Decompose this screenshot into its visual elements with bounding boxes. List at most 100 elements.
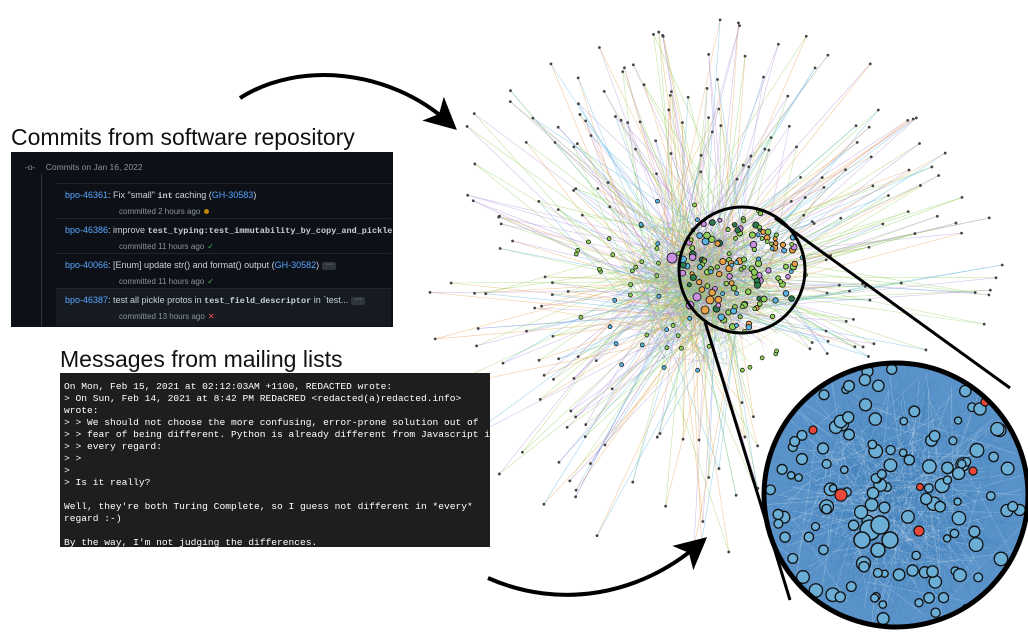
commit-text: : Fix "small" <box>108 190 158 200</box>
zoom-edge <box>884 483 1021 496</box>
zoom-edge <box>875 419 901 492</box>
graph-node <box>705 87 709 90</box>
graph-node <box>740 367 745 373</box>
zoom-edge <box>881 455 980 459</box>
zoom-edge <box>796 446 815 577</box>
issue-link[interactable]: bpo-40066 <box>65 260 109 270</box>
graph-node <box>656 293 662 299</box>
zoom-node <box>776 463 788 475</box>
graph-node <box>911 117 915 121</box>
commit-row[interactable]: bpo-46386: improve test_typing:test_immu… <box>56 218 392 256</box>
zoom-edge <box>838 474 947 482</box>
zoom-node <box>948 436 958 446</box>
zoom-edge <box>846 445 951 480</box>
zoom-node <box>853 504 869 520</box>
graph-node <box>692 292 702 302</box>
zoom-edge <box>836 484 852 488</box>
graph-node <box>719 258 727 266</box>
zoom-node <box>872 379 885 393</box>
graph-node <box>973 291 977 294</box>
graph-nodes <box>428 18 1004 554</box>
graph-node <box>779 241 786 248</box>
commit-text: : [Enum] update str() and format() outpu… <box>108 260 275 270</box>
commit-text: : improve <box>108 225 148 235</box>
commit-row[interactable]: bpo-46361: Fix "small" int caching (GH-3… <box>56 183 391 221</box>
graph-edge <box>708 54 728 245</box>
commit-row[interactable]: bpo-40066: [Enum] update str() and forma… <box>56 253 391 291</box>
zoom-lens <box>761 360 1028 630</box>
graph-edge <box>728 232 739 254</box>
zoom-edge <box>901 377 933 510</box>
commit-time: committed 13 hours ago <box>119 312 205 321</box>
zoom-edge <box>830 430 937 495</box>
status-pending-icon[interactable] <box>204 209 210 215</box>
zoom-edge <box>791 452 907 574</box>
graph-node <box>872 342 876 346</box>
x-icon[interactable]: ✕ <box>207 312 215 321</box>
expand-button[interactable]: ··· <box>351 296 366 305</box>
check-icon[interactable]: ✓ <box>207 277 214 286</box>
zoom-edge <box>938 449 990 520</box>
commit-row[interactable]: bpo-46387: test all pickle protos in tes… <box>56 288 391 326</box>
zoom-edge <box>895 488 949 523</box>
zoom-node <box>883 458 898 473</box>
graph-node <box>664 504 668 508</box>
zoom-edge <box>876 579 971 608</box>
zoom-node <box>953 497 962 506</box>
zoom-edge <box>773 418 957 504</box>
graph-edge <box>635 148 699 240</box>
graph-edge <box>611 294 696 314</box>
zoom-node <box>952 568 967 583</box>
zoom-edge <box>903 474 933 479</box>
graph-node <box>707 116 710 120</box>
graph-node <box>943 151 947 155</box>
zoom-edge <box>902 455 1012 564</box>
graph-node <box>718 18 722 22</box>
graph-node <box>717 467 721 470</box>
zoom-node <box>858 398 873 412</box>
graph-edge <box>687 283 694 300</box>
zoom-node <box>908 405 921 418</box>
graph-node <box>717 107 721 111</box>
graph-node <box>556 125 560 129</box>
graph-node <box>773 240 779 246</box>
graph-edge <box>474 113 647 306</box>
issue-link[interactable]: bpo-46387 <box>65 295 109 305</box>
zoom-node <box>1007 500 1019 513</box>
zoom-detail <box>764 363 1028 627</box>
zoom-edge <box>886 470 929 511</box>
zoom-edge <box>895 495 922 562</box>
graph-node <box>566 289 570 293</box>
graph-node <box>574 495 578 499</box>
graph-node <box>524 140 528 144</box>
graph-node <box>764 239 770 244</box>
expand-button[interactable]: ··· <box>322 261 337 270</box>
mail-line: Well, they're both Turing Complete, so I… <box>64 501 473 512</box>
graph-node <box>606 236 612 241</box>
zoom-node <box>847 519 860 532</box>
graph-node <box>759 235 765 241</box>
check-icon[interactable]: ✓ <box>207 242 214 251</box>
commit-text: caching ( <box>172 190 212 200</box>
graph-edge <box>646 281 659 358</box>
graph-node <box>750 268 758 276</box>
zoom-edge <box>868 508 1026 597</box>
zoom-node <box>969 442 985 458</box>
issue-link[interactable]: bpo-46386 <box>65 225 109 235</box>
pr-link[interactable]: GH-30583 <box>211 190 254 200</box>
graph-node <box>868 298 872 302</box>
graph-edge <box>550 63 715 317</box>
graph-edge <box>653 260 701 304</box>
graph-node <box>670 323 676 328</box>
zoom-node <box>990 421 1005 437</box>
pr-link[interactable]: GH-30582 <box>274 260 317 270</box>
zoom-edge <box>885 494 924 528</box>
zoom-edge <box>893 381 931 489</box>
graph-node <box>695 367 700 373</box>
zoom-edge <box>847 432 958 585</box>
issue-link[interactable]: bpo-46361 <box>65 190 109 200</box>
zoom-edge <box>839 494 856 591</box>
graph-node <box>680 121 684 125</box>
graph-node <box>696 279 703 286</box>
graph-edge <box>718 288 741 469</box>
